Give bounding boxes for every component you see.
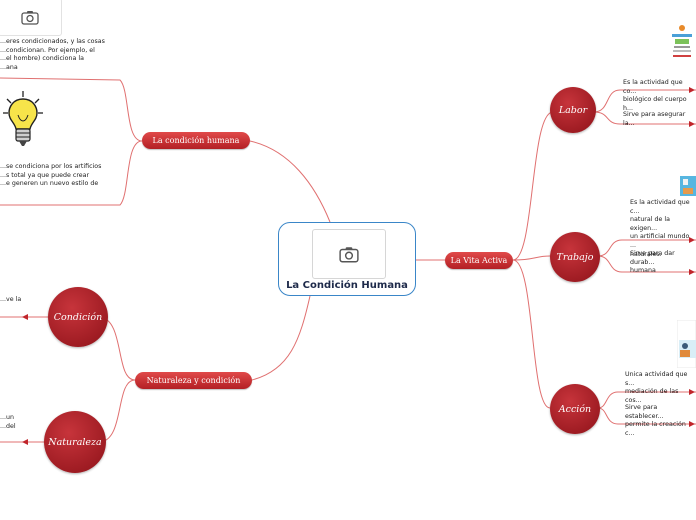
accion-definition: Unica actividad que s... mediación de la…	[625, 371, 688, 404]
note-condicion: ...ve la	[0, 296, 22, 303]
image-placeholder-top-left	[0, 0, 62, 36]
trabajo-purpose: Sirve para dar durab... humana	[630, 250, 675, 275]
node-trabajo[interactable]: Trabajo	[550, 232, 600, 282]
camera-icon	[339, 246, 359, 262]
accion-illustration	[677, 320, 696, 368]
node-condicion[interactable]: Condición	[48, 287, 108, 347]
node-labor[interactable]: Labor	[550, 87, 596, 133]
labor-illustration	[672, 25, 692, 57]
node-naturaleza[interactable]: Naturaleza	[44, 411, 106, 473]
trabajo-definition: Es la actividad que c... natural de la e…	[630, 199, 690, 258]
central-image-placeholder	[312, 229, 386, 279]
note-naturaleza: ...un ...del	[0, 414, 16, 430]
topic-naturaleza-y-condicion[interactable]: Naturaleza y condición	[135, 372, 252, 389]
camera-icon	[21, 10, 39, 25]
node-accion[interactable]: Acción	[550, 384, 600, 434]
trabajo-illustration	[680, 176, 696, 196]
labor-purpose: Sirve para asegurar la...	[623, 111, 686, 127]
note-condicion-humana-1: ...eres condicionados, y las cosas ...co…	[0, 38, 105, 71]
labor-definition: Es la actividad que co... biológico del …	[623, 79, 687, 112]
topic-la-vita-activa[interactable]: La Vita Activa	[445, 252, 513, 269]
topic-la-condicion-humana[interactable]: La condición humana	[142, 132, 250, 149]
central-title: La Condición Humana	[286, 280, 408, 291]
accion-purpose: Sirve para establecer... permite la crea…	[625, 404, 686, 437]
central-topic[interactable]: La Condición Humana	[278, 222, 416, 296]
lightbulb-icon	[3, 91, 43, 146]
note-condicion-humana-2: ...se condiciona por los artificios ...s…	[0, 163, 102, 188]
